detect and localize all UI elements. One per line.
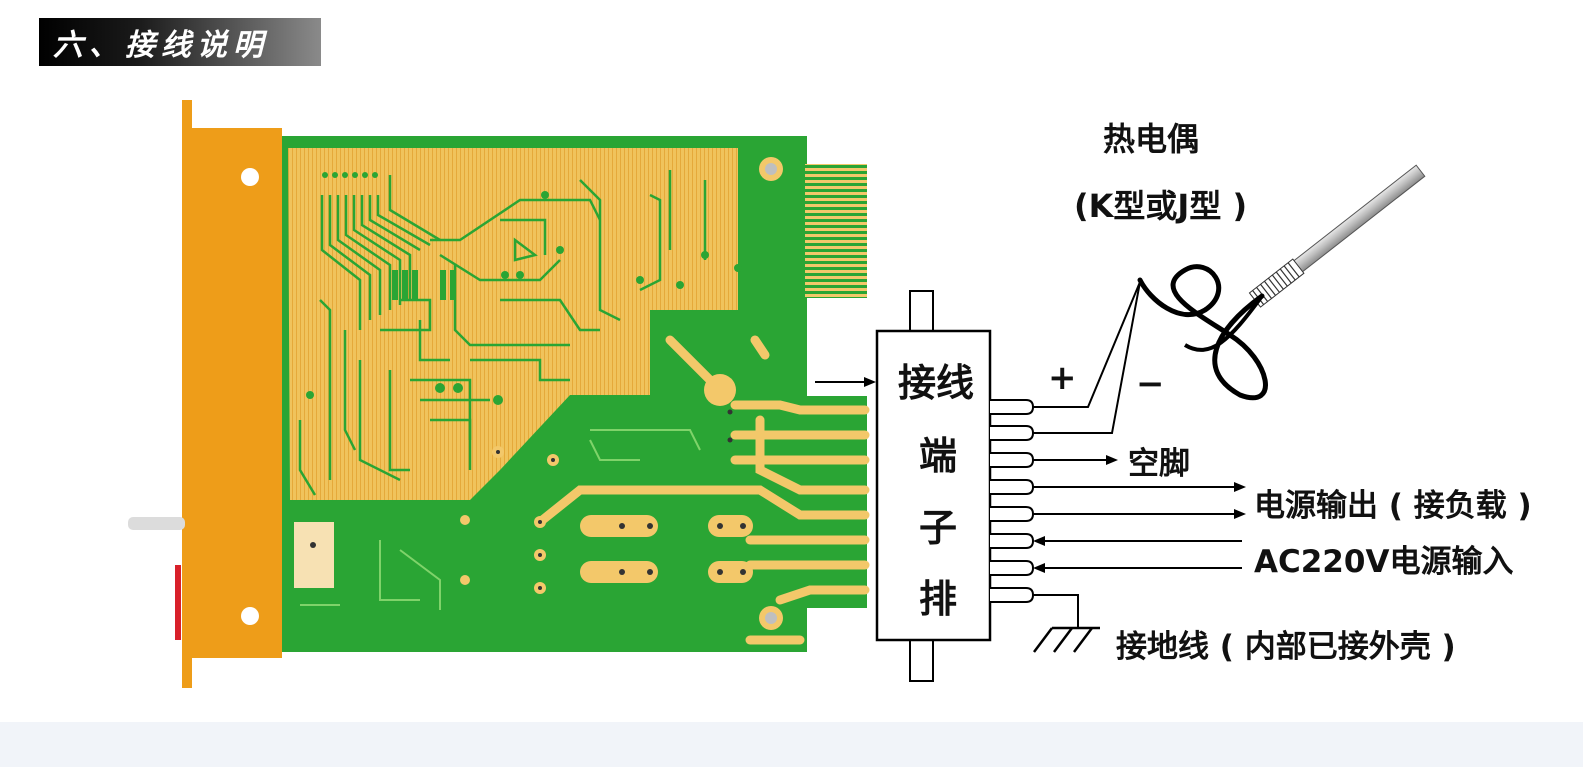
footer-band: [0, 722, 1583, 767]
board-to-terminal-arrow: [815, 377, 876, 387]
power-input-label: AC220V电源输入: [1254, 544, 1514, 580]
front-panel: [128, 100, 282, 688]
terminal-block-label-4: 排: [919, 577, 958, 621]
ground-label: 接地线 ( 内部已接外壳 ): [1116, 629, 1456, 665]
ground-line: [1033, 594, 1079, 628]
terminal-block-label-1: 接线: [898, 361, 975, 405]
thermocouple-probe: [1137, 164, 1426, 400]
panel-red-strip: [175, 565, 181, 640]
thermocouple-wires: [1033, 281, 1141, 434]
polarity-plus: +: [1048, 358, 1077, 398]
panel-screw-bottom: [241, 607, 259, 625]
wiring-lines: [1033, 459, 1242, 628]
ground-symbol: [1033, 626, 1100, 653]
terminal-block-label-2: 端: [919, 434, 958, 478]
page-title: 六、接线说明: [53, 28, 269, 63]
pcb-board: [282, 136, 870, 652]
terminal-pins: [990, 399, 1035, 603]
thermocouple-label: 热电偶: [1103, 120, 1200, 158]
terminal-block-label-3: 子: [919, 506, 958, 550]
power-output-label: 电源输出 ( 接负载 ): [1254, 488, 1532, 524]
panel-screw-top: [241, 168, 259, 186]
empty-pin-label: 空脚: [1128, 446, 1190, 482]
panel-handle: [128, 517, 185, 530]
wiring-arrowheads: [1033, 455, 1246, 573]
polarity-minus: −: [1136, 364, 1165, 404]
title-banner: 六、接线说明: [39, 18, 321, 66]
terminal-block: [875, 290, 1035, 682]
thermocouple-type-label: (K型或J型 ): [1074, 187, 1248, 225]
